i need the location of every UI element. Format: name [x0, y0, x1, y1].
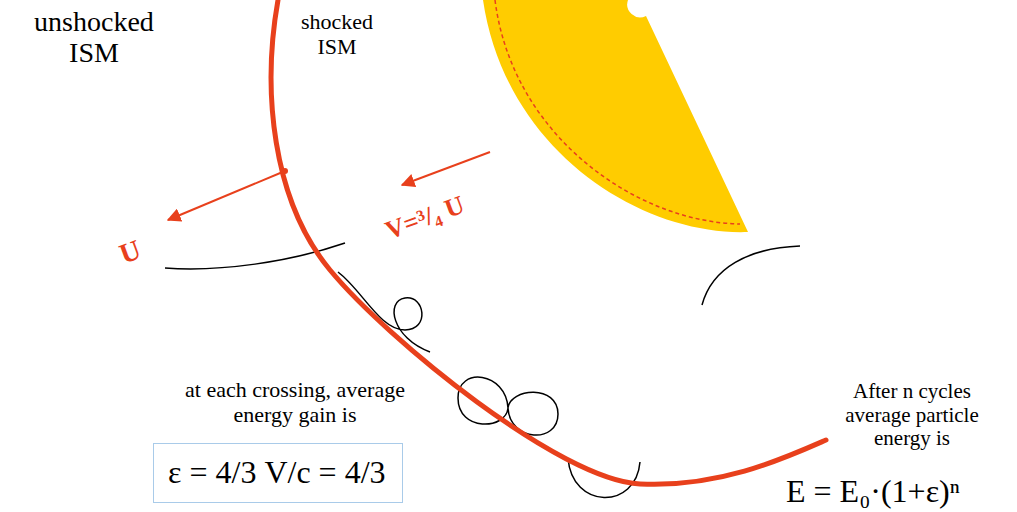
note-text: at each crossing, average energy gain is	[164, 378, 426, 427]
note-text: After n cycles average particle energy i…	[830, 380, 995, 451]
velocity-label: V=³/₄ U	[381, 190, 468, 245]
note-text: at each crossing, average energy gain is	[164, 378, 426, 427]
formula: E = E₀·(1+ε)ⁿ	[786, 474, 960, 510]
contact-line	[495, 0, 740, 224]
region-label: shocked ISM	[282, 10, 392, 59]
particle-path	[702, 246, 800, 305]
velocity-label: V=³/₄ U	[381, 190, 468, 245]
region-label: unshocked ISM	[19, 6, 169, 69]
region-label: shocked ISM	[282, 10, 392, 59]
formula-text: ε = 4/3 V/c = 4/3	[168, 453, 388, 491]
formula-box: ε = 4/3 V/c = 4/3	[153, 443, 403, 503]
ejecta-wedge	[483, 0, 748, 232]
flow-velocity-arrow	[402, 152, 490, 185]
note-text: After n cycles average particle energy i…	[830, 380, 995, 451]
velocity-label: U	[115, 233, 145, 269]
formula: E = E₀·(1+ε)ⁿ	[786, 474, 960, 510]
shock-velocity-arrow	[168, 171, 285, 220]
shock-point	[282, 168, 288, 174]
region-label: unshocked ISM	[19, 6, 169, 69]
velocity-label: U	[115, 233, 145, 269]
particle-path	[338, 272, 430, 352]
